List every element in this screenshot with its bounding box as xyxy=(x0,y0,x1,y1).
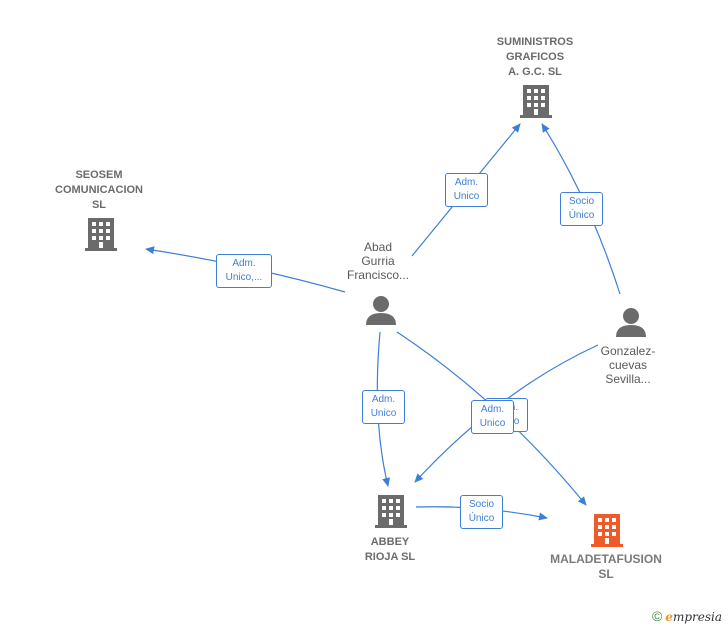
node-suministros-graficos[interactable]: SUMINISTROS GRAFICOS A. G.C. SL xyxy=(496,36,574,78)
person-icon xyxy=(366,296,396,325)
node-abad-gurria[interactable]: Abad Gurria Francisco... xyxy=(346,240,409,282)
edge-label-adm-unico[interactable]: Adm. Unico,... xyxy=(216,254,272,288)
node-gonzalez-cuevas[interactable]: Gonzalez- cuevas Sevilla... xyxy=(600,344,656,386)
building-icon xyxy=(85,218,117,251)
person-icon xyxy=(616,308,646,337)
footer-credit: ©empresia xyxy=(652,608,722,624)
building-icon xyxy=(520,85,552,118)
edge-label-adm-unico[interactable]: Adm. Unico xyxy=(362,390,405,424)
edge-label-adm-unico[interactable]: Adm. Unico xyxy=(445,173,488,207)
node-maladetafusion[interactable]: MALADETAFUSION SL xyxy=(550,552,662,581)
logo-letter-e: e xyxy=(665,610,673,624)
edge-label-socio-unico[interactable]: Socio Único xyxy=(560,192,603,226)
empresia-logo[interactable]: empresia xyxy=(665,610,722,624)
building-icon xyxy=(375,495,407,528)
edge-label-adm-unico[interactable]: Adm. Unico xyxy=(471,400,514,434)
building-icon xyxy=(591,514,623,547)
node-seosem-comunicacion[interactable]: SEOSEM COMUNICACION SL xyxy=(55,169,143,211)
copyright-symbol: © xyxy=(651,608,663,624)
node-abbey-rioja[interactable]: ABBEY RIOJA SL xyxy=(364,536,416,563)
logo-text: mpresia xyxy=(672,610,722,624)
edge-label-socio-unico[interactable]: Socio Único xyxy=(460,495,503,529)
